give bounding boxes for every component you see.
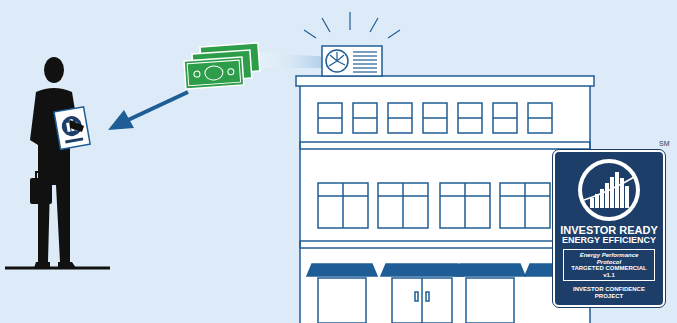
money-stack (184, 43, 260, 89)
building (296, 76, 594, 323)
badge-logo (574, 156, 644, 224)
beam (255, 52, 330, 68)
investor-silhouette (5, 57, 110, 268)
protocol-box: Energy Performance ProtocolTARGETED COMM… (563, 249, 655, 281)
badge-text: INVESTOR READY (560, 224, 658, 236)
badge-text: Energy Performance Protocol (568, 252, 650, 265)
badge: INVESTOR READYENERGY EFFICIENCY Energy Pe… (553, 150, 665, 307)
payment-arrow (108, 92, 188, 130)
badge-text: ENERGY EFFICIENCY (562, 236, 656, 246)
badge-text: TARGETED COMMERCIAL v1.1 (568, 265, 650, 278)
ac-unit (322, 46, 382, 76)
service-mark: SM (659, 140, 670, 147)
glow-lines (304, 12, 400, 38)
badge-text: INVESTOR CONFIDENCE PROJECT (559, 286, 659, 299)
